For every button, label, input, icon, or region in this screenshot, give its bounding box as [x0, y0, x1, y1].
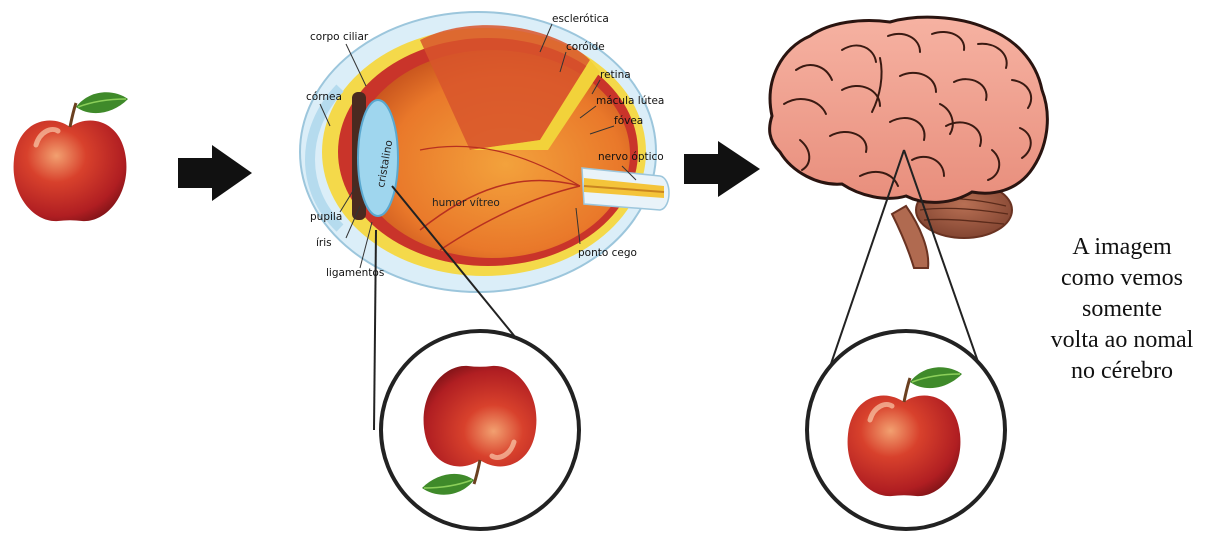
label-nervo-optico: nervo óptico	[598, 151, 664, 163]
brain	[770, 17, 1048, 268]
label-coroide: coróide	[566, 41, 605, 53]
arrow-to-eye	[178, 145, 252, 201]
inverted-apple-lens	[381, 331, 579, 529]
label-cornea: córnea	[306, 91, 342, 103]
label-humor-vitreo: humor vítreo	[432, 197, 500, 209]
caption-line-2: como vemos	[1022, 263, 1218, 294]
label-retina: retina	[600, 69, 631, 81]
caption-text: A imagem como vemos somente volta ao nom…	[1022, 232, 1218, 387]
label-esclerotica: esclerótica	[552, 13, 609, 25]
label-macula: mácula lútea	[596, 95, 664, 107]
label-corpo-ciliar: corpo ciliar	[310, 31, 369, 43]
caption-line-3: somente	[1022, 294, 1218, 325]
label-pupila: pupila	[310, 211, 342, 223]
caption-line-5: no cérebro	[1022, 356, 1218, 387]
caption-line-4: volta ao nomal	[1022, 325, 1218, 356]
upright-apple-lens	[807, 331, 1005, 529]
caption-line-1: A imagem	[1022, 232, 1218, 263]
arrow-to-brain	[684, 141, 760, 197]
label-fovea: fóvea	[614, 115, 643, 127]
label-iris: íris	[316, 237, 332, 249]
apple-object	[14, 92, 128, 221]
label-ponto-cego: ponto cego	[578, 247, 637, 259]
eye-anatomy: esclerótica corpo ciliar coróide córnea …	[300, 12, 669, 292]
